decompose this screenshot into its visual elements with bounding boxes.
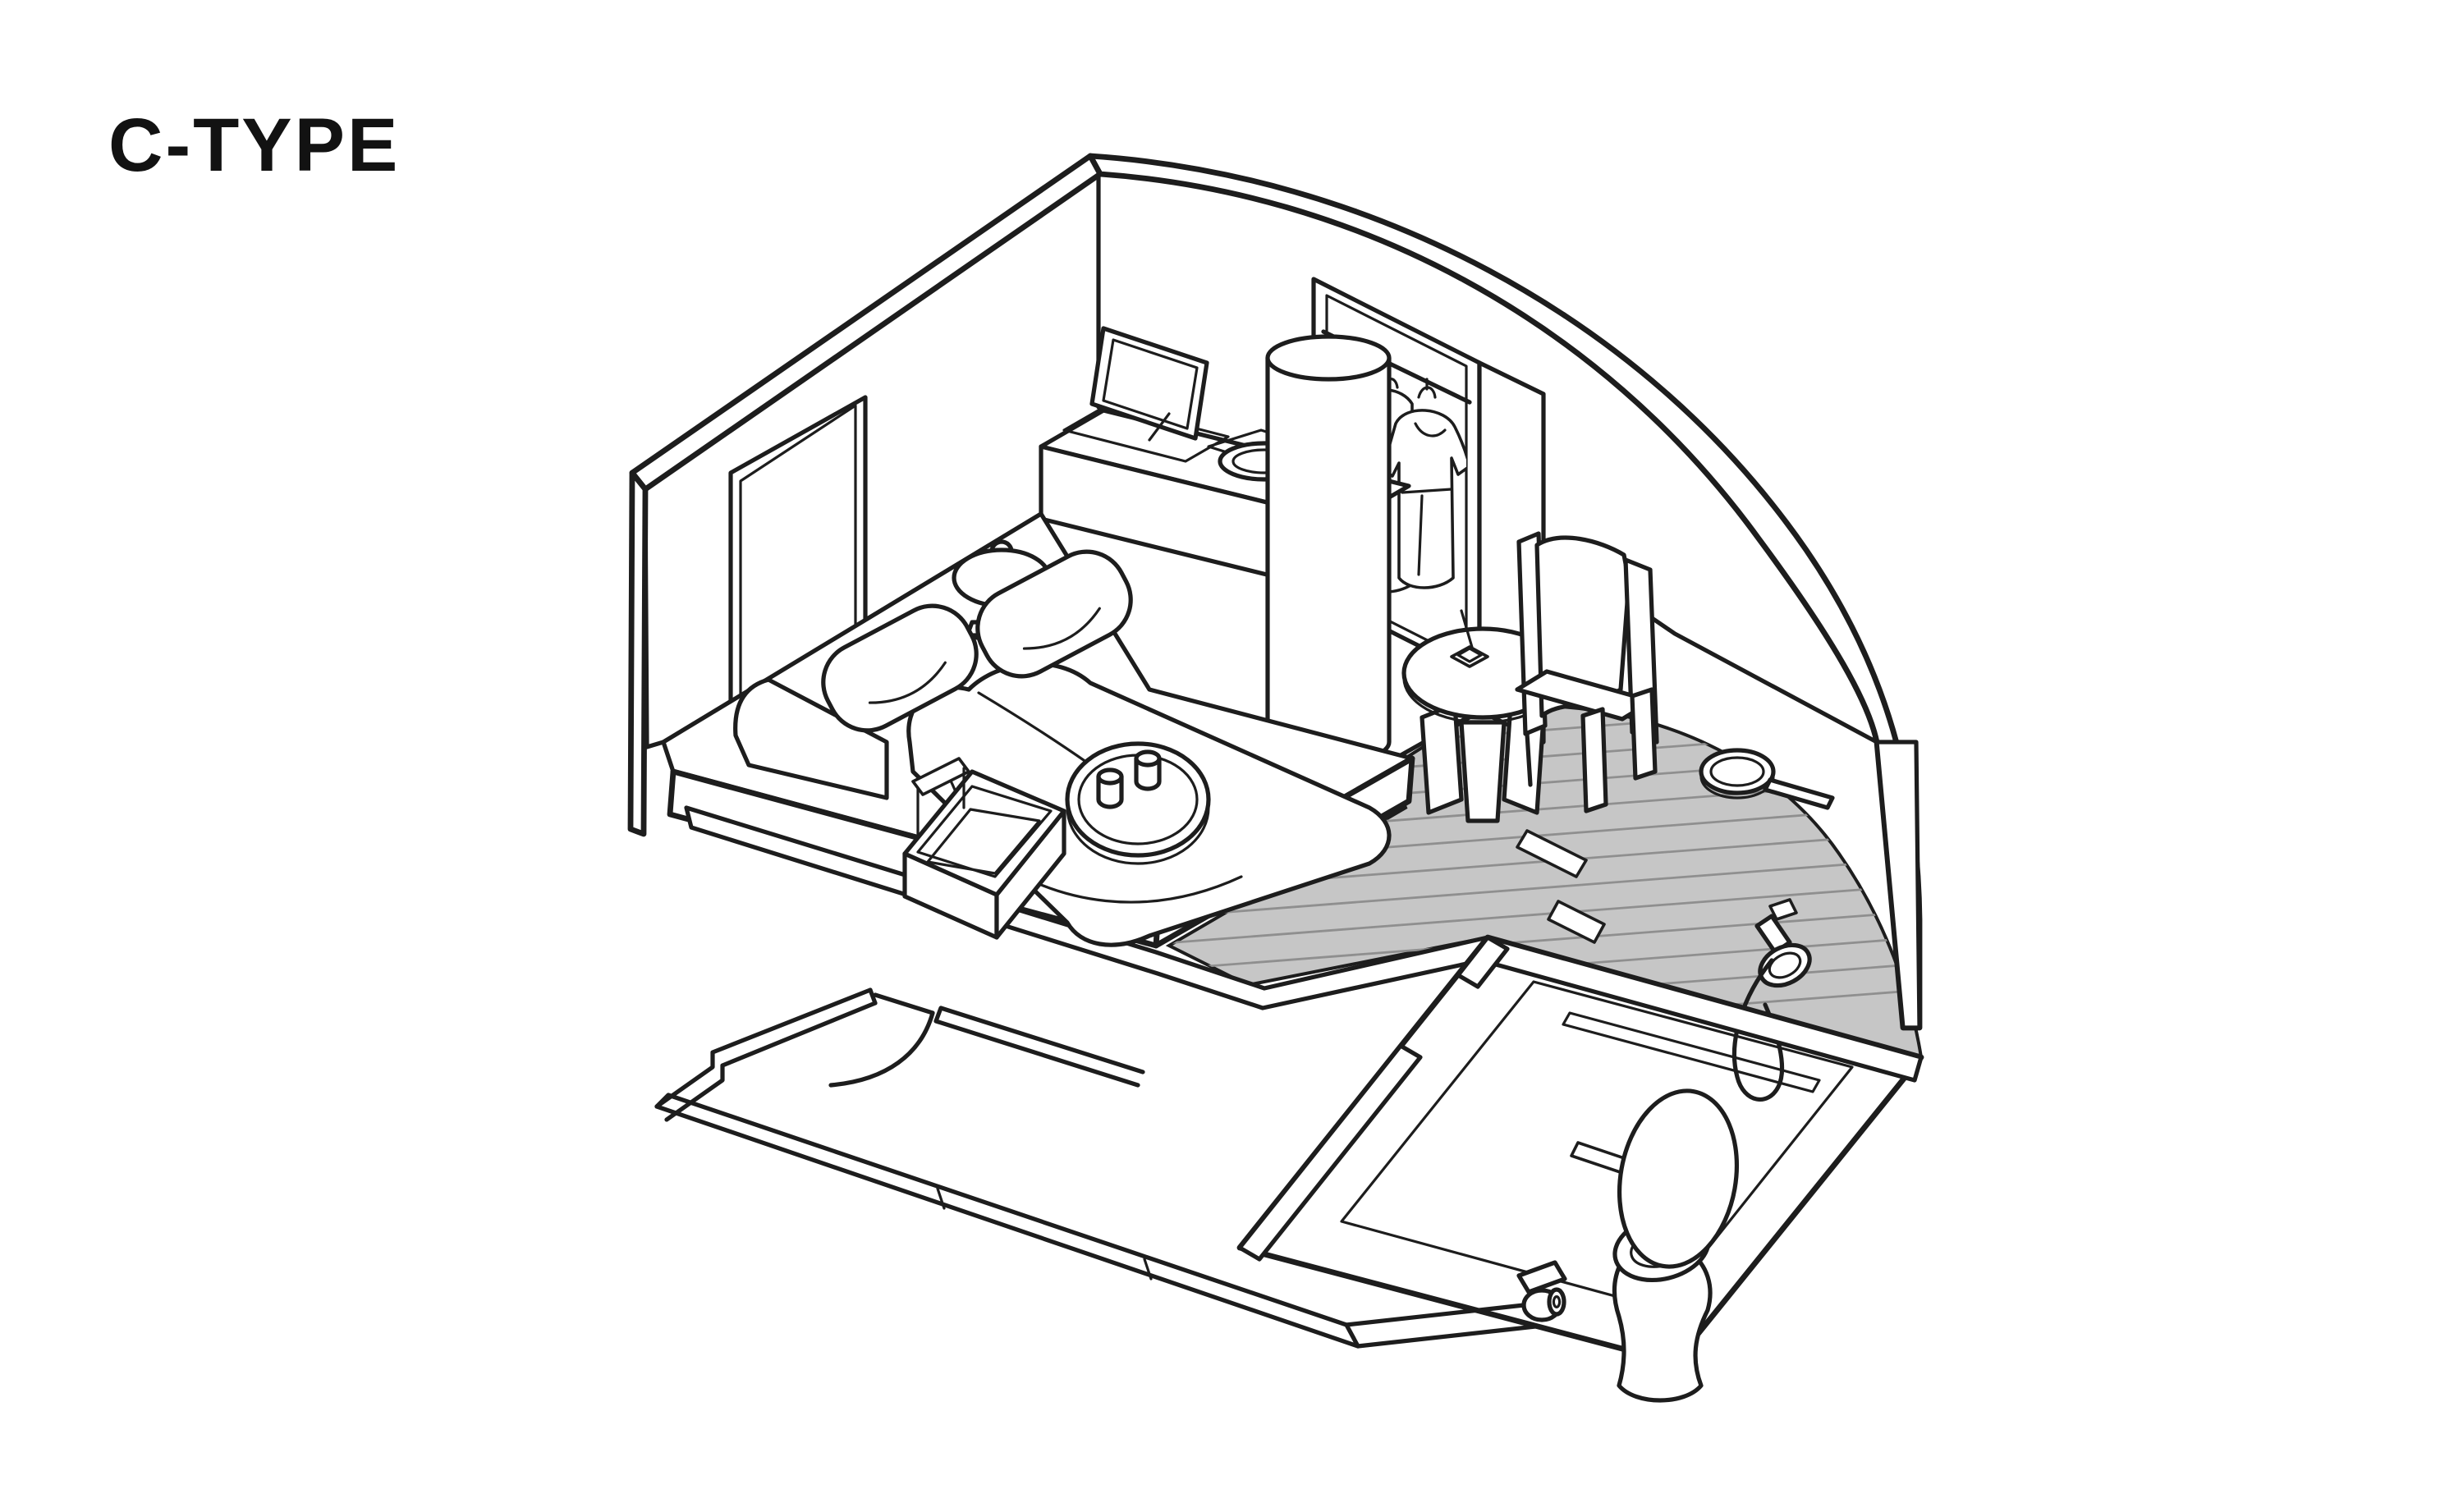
left-wall-outer-face: [627, 470, 649, 837]
pillow: [975, 549, 1133, 679]
pillow: [821, 603, 979, 733]
mattress-sheet: [733, 677, 889, 800]
amenity-box: [902, 757, 1066, 940]
entrance-floor-plan: [654, 987, 1538, 1349]
chair-leg: [1630, 687, 1658, 781]
door-leaf: [873, 992, 935, 1015]
bathroom-floor: [1236, 934, 1924, 1403]
shower-drain: [1562, 1011, 1821, 1093]
hand-mirror: [1699, 748, 1835, 810]
bathroom-west-wall: [1456, 935, 1510, 989]
toilet-paper-holder: [1516, 1260, 1567, 1322]
handheld-shower: [1731, 898, 1812, 1102]
cup: [1134, 749, 1162, 791]
storage-column: [1265, 334, 1392, 766]
page-title: C-TYPE: [108, 103, 400, 187]
round-tray-with-cups: [1065, 741, 1211, 865]
toilet-base: [1612, 1245, 1713, 1403]
vanity-mirror-frame: [1089, 326, 1209, 442]
sliding-door-tracks: [1516, 829, 1606, 944]
chair-back-cushion: [1534, 535, 1631, 718]
cup: [1096, 767, 1124, 809]
incense-dish: [1450, 609, 1489, 668]
door-swing: [828, 1010, 935, 1088]
mirror-handle: [1763, 777, 1835, 810]
wall-joints: [936, 1187, 1153, 1281]
chair-leg: [1580, 707, 1608, 813]
shower-handle: [1754, 914, 1792, 955]
bed: [733, 539, 1392, 947]
shower-bracket: [1768, 898, 1798, 921]
counter-recess-tray: [1062, 404, 1230, 463]
box-handle: [911, 757, 970, 796]
arch-cut-face: [1874, 740, 1922, 1030]
toilet-lid: [1617, 1088, 1740, 1269]
bathroom-west-wall: [1237, 1043, 1423, 1262]
wooden-chair: [1515, 531, 1659, 813]
toilet: [1612, 1088, 1740, 1403]
